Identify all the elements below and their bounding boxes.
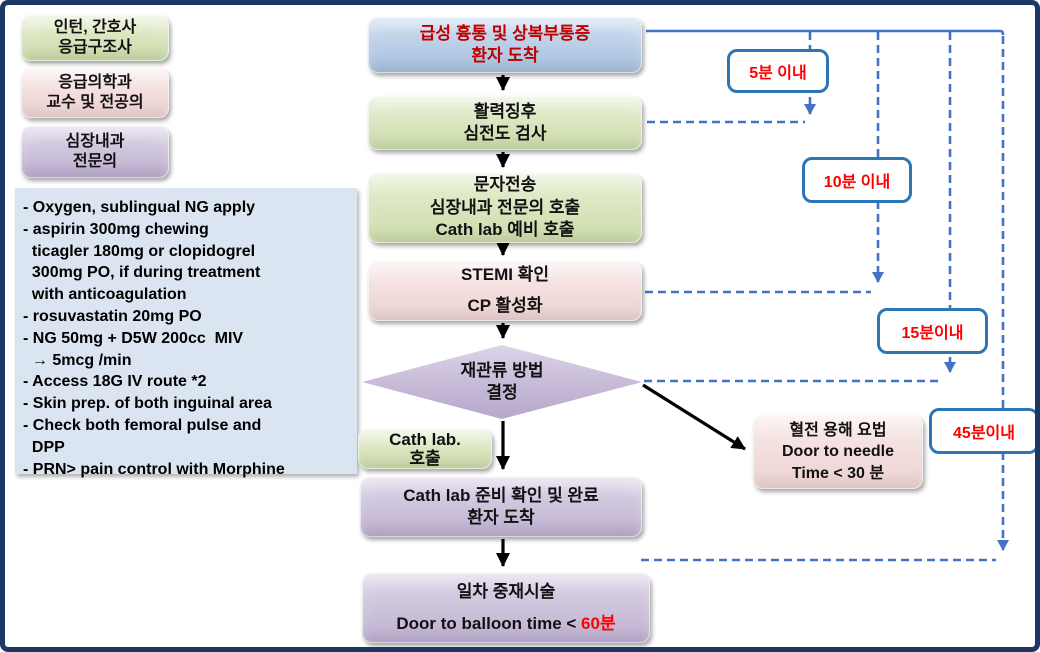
text-line: - Oxygen, sublingual NG apply — [23, 199, 256, 216]
text-line: 활력징후 — [473, 101, 537, 121]
text-line: Door to needle — [781, 443, 894, 461]
text-line: → 5mcg /min — [23, 351, 132, 369]
text-line: Cath lab 예비 호출 — [435, 220, 575, 240]
time-label-10min: 10분 이내 — [802, 157, 912, 203]
text-line: DPP — [23, 438, 65, 456]
text-line: 문자전송 — [473, 175, 537, 195]
text-line: - NG 50mg + D5W 200cc MIV — [23, 329, 244, 347]
text-line: 전문의 — [72, 153, 118, 170]
text-line: 응급의학과 — [58, 73, 132, 91]
text-line: Cath lab 준비 확인 및 완료 — [403, 485, 599, 505]
node-stemi-confirm: STEMI 확인 CP 활성화 — [368, 261, 642, 321]
text-line: 혈전 용해 요법 — [789, 421, 887, 439]
text-line: 일차 중재시술 — [456, 581, 556, 601]
text-line: 심전도 검사 — [463, 124, 547, 143]
text-line: - PRN> pain control with Morphine — [23, 460, 285, 478]
time-label-45min: 45분이내 — [929, 408, 1035, 454]
text-line: Door to balloon time < 60분 — [396, 614, 616, 633]
text-line: STEMI 확인 — [461, 265, 549, 285]
text-line: 300mg PO, if during treatment — [23, 264, 261, 282]
text-line: - rosuvastatin 20mg PO — [23, 307, 202, 325]
text-line: - aspirin 300mg chewing — [23, 220, 209, 238]
text-line: 호출 — [409, 449, 441, 468]
text-line: CP 활성화 — [467, 296, 543, 315]
text-line: with anticoagulation — [23, 286, 187, 304]
medication-protocol-box: - Oxygen, sublingual NG apply - aspirin 3… — [15, 188, 357, 478]
timeline-top-line — [646, 29, 1005, 35]
text-line: 환자 도착 — [467, 508, 535, 527]
timeline-rail — [646, 29, 1005, 35]
text-line: 급성 흉통 및 상복부통증 — [419, 23, 591, 43]
text-line: Cath lab. — [389, 429, 461, 449]
text-line: - Access 18G IV route *2 — [23, 373, 207, 391]
node-primary-pci: 일차 중재시술 Door to balloon time < 60분 — [362, 573, 650, 643]
text-line: 교수 및 전공의 — [46, 94, 144, 111]
text-line: - Check both femoral pulse and — [23, 416, 262, 434]
text-line: 재관류 방법 — [460, 360, 544, 380]
time-label-5min: 5분 이내 — [727, 49, 829, 93]
text-line: - Skin prep. of both inguinal area — [23, 395, 272, 413]
text-line: 심장내과 전문의 호출 — [429, 197, 581, 217]
text-line: Time < 30 분 — [791, 464, 885, 482]
text-line: 응급구조사 — [58, 39, 132, 56]
time-label-15min: 15분이내 — [877, 308, 988, 354]
node-cath-lab-call: Cath lab.호출 — [358, 429, 492, 469]
text-line: 결정 — [486, 383, 518, 402]
text-line: ticagler 180mg or clopidogrel — [23, 242, 256, 260]
text-line: 심장내과 — [65, 132, 125, 150]
arrow-decision-to-thrombolysis — [642, 383, 746, 451]
text-line: 인턴, 간호사 — [53, 18, 137, 36]
text-line: 환자 도착 — [471, 46, 539, 65]
